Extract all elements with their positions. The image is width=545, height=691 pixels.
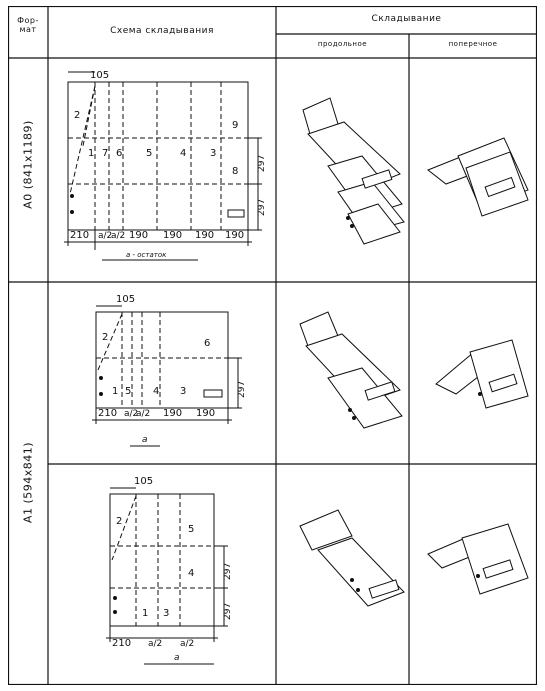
svg-text:a - остаток: a - остаток — [126, 251, 167, 259]
svg-text:5: 5 — [146, 148, 152, 159]
svg-text:a/2: a/2 — [136, 409, 150, 419]
svg-text:190: 190 — [163, 408, 182, 419]
svg-text:3: 3 — [163, 608, 169, 619]
svg-text:8: 8 — [232, 166, 238, 177]
svg-text:2: 2 — [116, 516, 122, 527]
svg-text:5: 5 — [125, 386, 131, 397]
svg-text:a: a — [142, 435, 148, 445]
svg-text:9: 9 — [232, 120, 238, 131]
scheme-column-header: Схема складывания — [110, 26, 214, 36]
svg-text:1: 1 — [142, 608, 148, 619]
svg-text:a/2: a/2 — [111, 231, 125, 241]
a1-scheme-1 — [92, 305, 242, 447]
svg-text:a/2: a/2 — [180, 639, 194, 649]
transverse-header: поперечное — [448, 40, 498, 48]
format-column-header: Фор- мат — [17, 16, 39, 34]
svg-text:190: 190 — [225, 230, 244, 241]
scheme-drawings: 105 210 a/2 a/2 190 190 190 190 2 1 7 6 … — [64, 70, 267, 665]
svg-text:297: 297 — [257, 155, 267, 172]
svg-text:210: 210 — [112, 638, 131, 649]
svg-text:4: 4 — [180, 148, 186, 159]
svg-text:6: 6 — [116, 148, 122, 159]
longitudinal-fold-a1-1 — [299, 311, 403, 429]
svg-text:4: 4 — [188, 568, 194, 579]
svg-text:4: 4 — [153, 386, 159, 397]
svg-text:5: 5 — [188, 524, 194, 535]
svg-text:3: 3 — [210, 148, 216, 159]
a1-scheme-1-labels: 105 210 a/2 a/2 190 190 2 1 5 4 3 6 297 … — [98, 294, 247, 445]
transverse-fold-a1-1 — [435, 339, 529, 409]
svg-text:6: 6 — [204, 338, 210, 349]
svg-text:297: 297 — [223, 563, 233, 580]
svg-text:297: 297 — [257, 199, 267, 216]
svg-text:7: 7 — [102, 148, 108, 159]
svg-text:105: 105 — [116, 294, 135, 305]
svg-text:105: 105 — [134, 476, 153, 487]
svg-text:a/2: a/2 — [124, 409, 138, 419]
a0-scheme-labels: 105 210 a/2 a/2 190 190 190 190 2 1 7 6 … — [70, 70, 267, 259]
svg-text:3: 3 — [180, 386, 186, 397]
table-grid — [8, 6, 537, 685]
svg-text:1: 1 — [112, 386, 118, 397]
svg-text:a/2: a/2 — [148, 639, 162, 649]
transverse-fold-a0 — [427, 137, 529, 217]
svg-text:297: 297 — [237, 381, 247, 398]
svg-text:a: a — [174, 653, 180, 663]
a0-scheme — [64, 71, 262, 261]
svg-text:190: 190 — [129, 230, 148, 241]
folded-illustrations — [299, 97, 529, 607]
svg-text:210: 210 — [70, 230, 89, 241]
a1-scheme-2 — [106, 487, 228, 665]
svg-text:2: 2 — [102, 332, 108, 343]
a1-scheme-2-labels: 105 210 a/2 a/2 2 1 5 4 3 297 297 a — [112, 476, 233, 663]
transverse-fold-a1-2 — [427, 523, 529, 595]
svg-text:2: 2 — [74, 110, 80, 121]
longitudinal-fold-a0 — [302, 97, 405, 245]
svg-text:190: 190 — [195, 230, 214, 241]
svg-text:210: 210 — [98, 408, 117, 419]
longitudinal-fold-a1-2 — [299, 509, 405, 607]
folding-column-header: Складывание — [371, 14, 442, 24]
svg-text:297: 297 — [223, 603, 233, 620]
svg-text:190: 190 — [163, 230, 182, 241]
svg-text:a/2: a/2 — [98, 231, 112, 241]
svg-text:1: 1 — [88, 148, 94, 159]
svg-text:105: 105 — [90, 70, 109, 81]
longitudinal-header: продольное — [317, 40, 368, 48]
svg-text:190: 190 — [196, 408, 215, 419]
folding-table: Фор- мат Схема складывания Складывание п… — [8, 6, 537, 685]
